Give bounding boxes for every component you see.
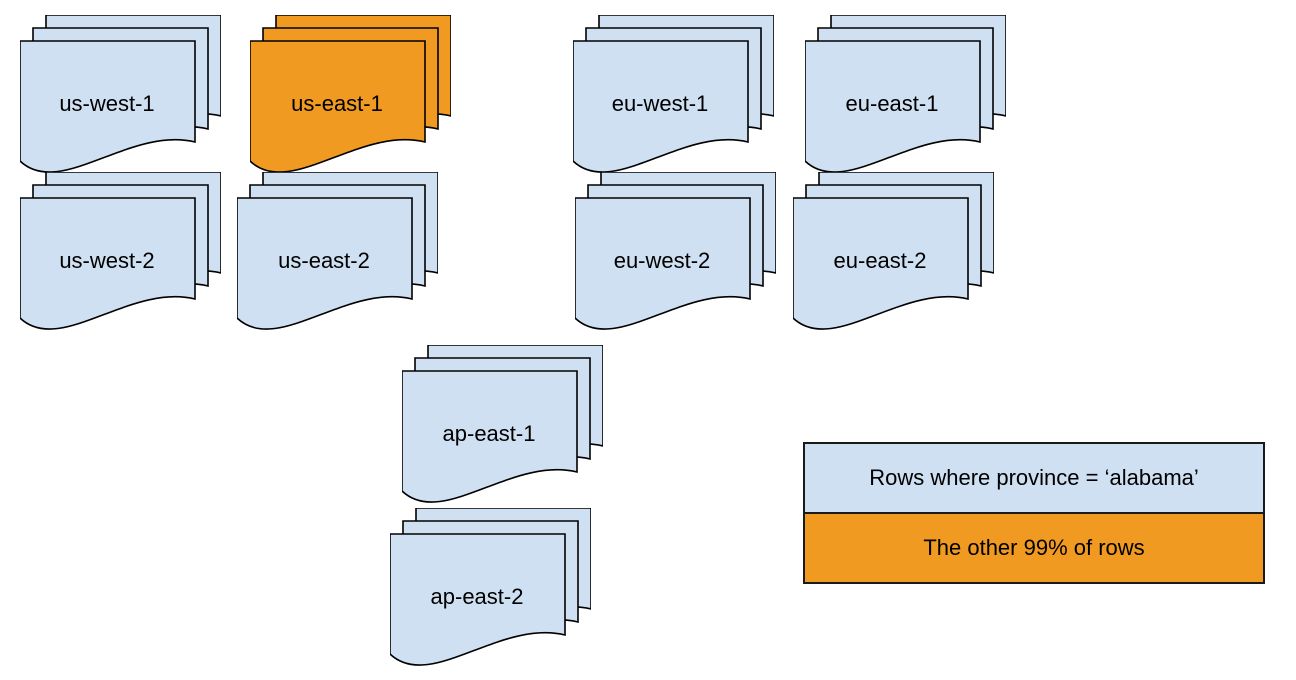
legend-item-label: Rows where province = ‘alabama’ xyxy=(869,465,1199,490)
document-sheet-front xyxy=(402,370,578,503)
document-sheet-front xyxy=(20,40,196,173)
region-stack-us-east-2: us-east-2 xyxy=(237,172,438,330)
document-sheet-front xyxy=(390,533,566,666)
document-sheet-front xyxy=(575,197,751,330)
region-label: us-east-2 xyxy=(278,248,370,273)
region-stack-ap-east-2: ap-east-2 xyxy=(390,508,591,666)
document-sheet-front xyxy=(237,197,413,330)
region-label: eu-west-1 xyxy=(612,91,709,116)
region-stack-eu-east-2: eu-east-2 xyxy=(793,172,994,330)
region-label: us-west-1 xyxy=(59,91,154,116)
region-label: eu-east-2 xyxy=(834,248,927,273)
document-sheet-front xyxy=(805,40,981,173)
region-label: us-east-1 xyxy=(291,91,383,116)
region-stack-us-west-2: us-west-2 xyxy=(20,172,221,330)
region-stack-eu-west-2: eu-west-2 xyxy=(575,172,776,330)
document-sheet-front xyxy=(250,40,426,173)
region-stack-ap-east-1: ap-east-1 xyxy=(402,345,603,503)
region-stack-eu-west-1: eu-west-1 xyxy=(573,15,774,173)
region-label: eu-west-2 xyxy=(614,248,711,273)
legend-item-other-rows: The other 99% of rows xyxy=(805,512,1263,582)
region-stack-us-west-1: us-west-1 xyxy=(20,15,221,173)
legend: Rows where province = ‘alabama’ The othe… xyxy=(803,442,1265,584)
document-sheet-front xyxy=(573,40,749,173)
region-label: ap-east-1 xyxy=(443,421,536,446)
region-label: ap-east-2 xyxy=(431,584,524,609)
legend-item-label: The other 99% of rows xyxy=(923,535,1145,560)
legend-item-alabama-rows: Rows where province = ‘alabama’ xyxy=(805,444,1263,512)
region-label: us-west-2 xyxy=(59,248,154,273)
document-sheet-front xyxy=(20,197,196,330)
region-stack-us-east-1: us-east-1 xyxy=(250,15,451,173)
region-stack-eu-east-1: eu-east-1 xyxy=(805,15,1006,173)
document-sheet-front xyxy=(793,197,969,330)
region-label: eu-east-1 xyxy=(846,91,939,116)
